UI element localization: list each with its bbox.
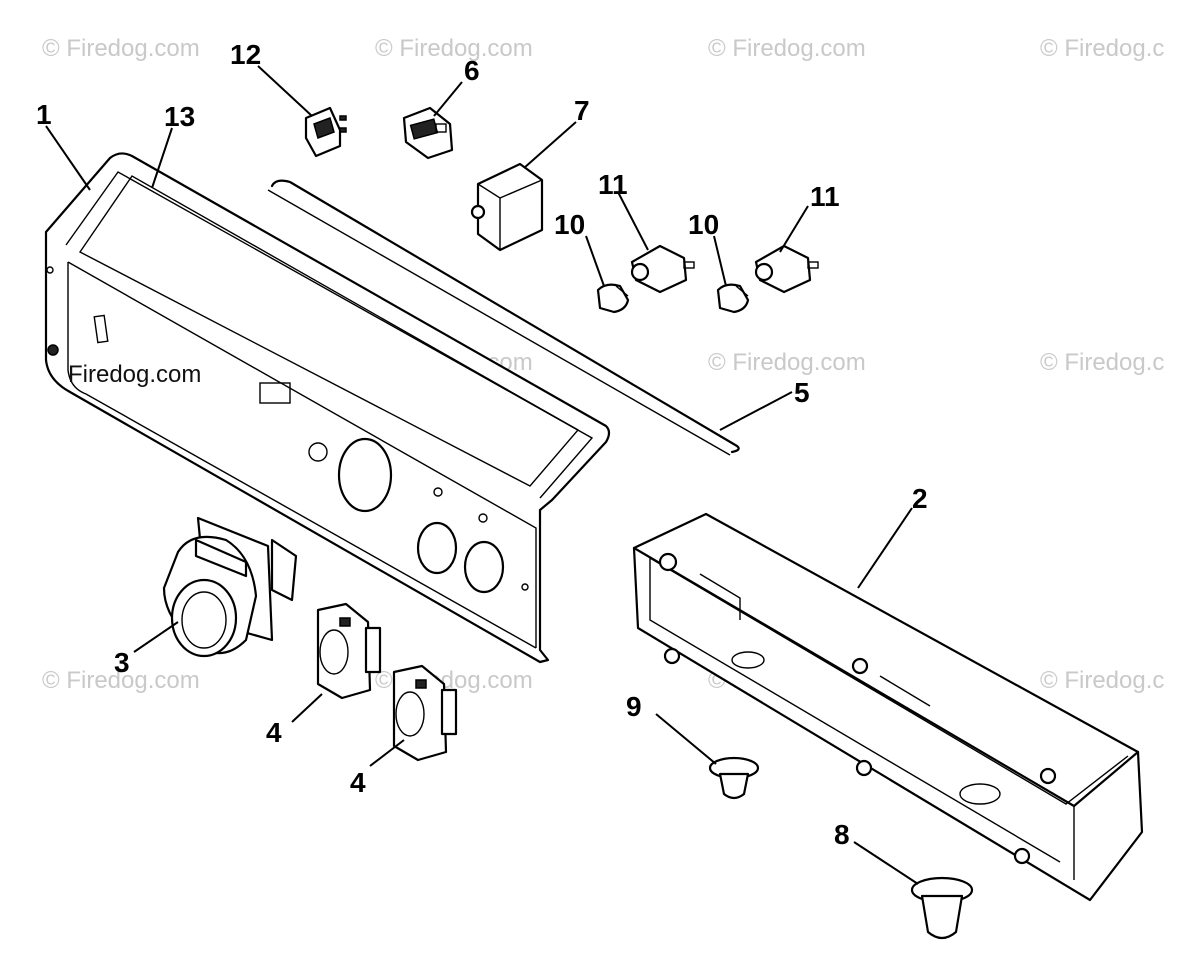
breaker-part <box>754 244 819 294</box>
callout-label: 5 <box>794 377 810 408</box>
capacitor-box-part <box>470 162 544 252</box>
leader-lines <box>45 65 919 885</box>
callout-label: 13 <box>164 101 195 132</box>
watermark-text: © Firedog.com <box>375 35 533 62</box>
callout-label: 9 <box>626 691 642 722</box>
callout-label: 11 <box>810 181 840 212</box>
watermark-text: © Firedog.com <box>708 349 866 376</box>
grommet-small-part <box>708 756 760 800</box>
callout-label: 4 <box>350 767 366 798</box>
callout-label: 8 <box>834 819 850 850</box>
callout-label: 4 <box>266 717 282 748</box>
rocker-switch-part <box>304 106 347 158</box>
knob-part <box>596 283 630 314</box>
outlet-part <box>392 664 458 762</box>
callout-label: 10 <box>554 209 585 240</box>
outlet-part <box>316 602 382 700</box>
callout-label: 6 <box>464 55 480 86</box>
callout-label: 7 <box>574 95 590 126</box>
panel-watermark: Firedog.com <box>68 361 201 388</box>
watermark-text: © Firedog.c <box>1040 35 1164 62</box>
tray-part <box>632 512 1144 902</box>
knob-part <box>716 283 750 314</box>
callout-label: 12 <box>230 39 261 70</box>
watermark-text: © Firedog.c <box>1040 349 1164 376</box>
watermark-text: © Firedog.c <box>1040 667 1164 694</box>
callout-label: 3 <box>114 647 130 678</box>
watermark-text: © Firedog.com <box>708 35 866 62</box>
callout-label: 2 <box>912 483 928 514</box>
meter-part <box>402 106 454 160</box>
callout-label: 1 <box>36 99 52 130</box>
callout-labels: 1 2 3 4 4 5 6 7 8 9 10 10 11 11 12 13 <box>36 39 928 850</box>
callout-label: 10 <box>688 209 719 240</box>
control-panel-part: Firedog.com <box>44 152 611 664</box>
round-receptacle-part <box>162 516 298 658</box>
callout-label: 11 <box>598 169 628 200</box>
rod-part <box>267 179 740 456</box>
watermark-text: © Firedog.com <box>42 35 200 62</box>
breaker-part <box>630 244 695 294</box>
watermark-text: © Firedog.com <box>42 667 200 694</box>
grommet-large-part <box>910 876 974 940</box>
